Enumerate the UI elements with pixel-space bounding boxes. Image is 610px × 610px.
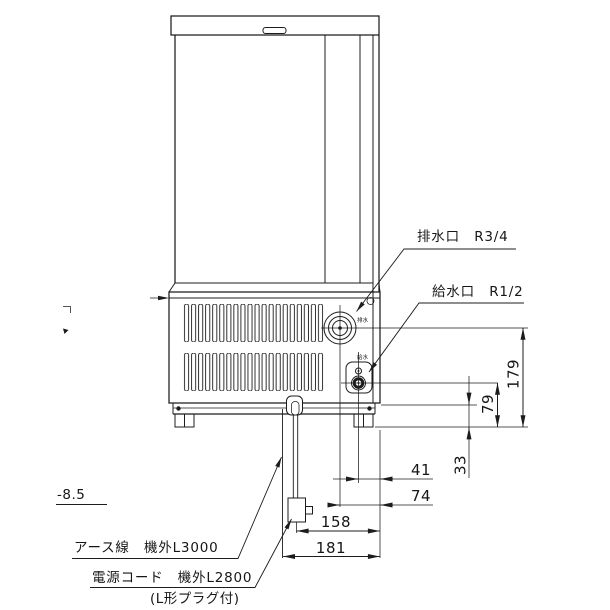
width-arrow-fragment — [150, 295, 169, 301]
dim-79-value: 79 — [479, 394, 497, 414]
left-partial-callout: -8.5 — [56, 487, 107, 505]
plug-note-label: (L形プラグ付) — [150, 591, 240, 607]
dim-41-value: 41 — [411, 461, 431, 479]
dimension-179: 179 — [505, 327, 526, 428]
vent-grille — [183, 304, 324, 391]
left-foot — [174, 413, 195, 428]
dim-179-value: 179 — [505, 359, 523, 389]
dim-74-value: 74 — [411, 487, 431, 505]
base-and-feet — [172, 403, 376, 428]
drain-port-label: 排水口 R3/4 — [417, 229, 509, 245]
dimension-181: 181 — [283, 539, 380, 559]
supply-port-label: 給水口 R1/2 — [432, 284, 524, 300]
dim-158-value: 158 — [321, 513, 351, 531]
supply-port-callout: 給水口 R1/2 — [368, 284, 524, 373]
cord-grommet — [286, 395, 303, 416]
screw-right — [367, 406, 372, 411]
plug-prong — [305, 506, 313, 515]
drain-mini-label: 排水 — [357, 316, 369, 324]
dim-181-value: 181 — [316, 539, 346, 557]
dimension-33: 33 — [452, 376, 472, 478]
left-partial-label: -8.5 — [57, 487, 85, 503]
power-cord-callout: 電源コード 機外L2800 (L形プラグ付) — [90, 518, 292, 607]
power-plug — [287, 497, 306, 523]
earth-wire-callout: アース線 機外L3000 — [72, 456, 282, 559]
dim-33-value: 33 — [452, 455, 470, 475]
unit-body — [168, 35, 381, 293]
drain-port: 排水 — [323, 311, 369, 345]
dimension-79: 79 — [479, 382, 500, 428]
dimension-158: 158 — [296, 513, 380, 534]
power-cord — [287, 414, 313, 533]
cropped-dimension-fragments — [63, 306, 71, 334]
dimension-74: 74 — [327, 487, 433, 508]
power-cord-label: 電源コード 機外L2800 — [92, 570, 252, 586]
dimension-41: 41 — [333, 461, 433, 482]
centerlines — [321, 305, 528, 558]
condenser-section — [150, 291, 381, 404]
unit-top-panel — [170, 15, 380, 36]
drain-port-callout: 排水口 R3/4 — [356, 229, 516, 312]
earth-wire-label: アース線 機外L3000 — [74, 540, 219, 556]
screw-left — [176, 406, 181, 411]
right-foot — [353, 413, 374, 428]
supply-mini-label: 給水 — [357, 353, 369, 361]
top-vent-slot — [262, 27, 287, 34]
supply-port: 給水 — [345, 353, 373, 394]
